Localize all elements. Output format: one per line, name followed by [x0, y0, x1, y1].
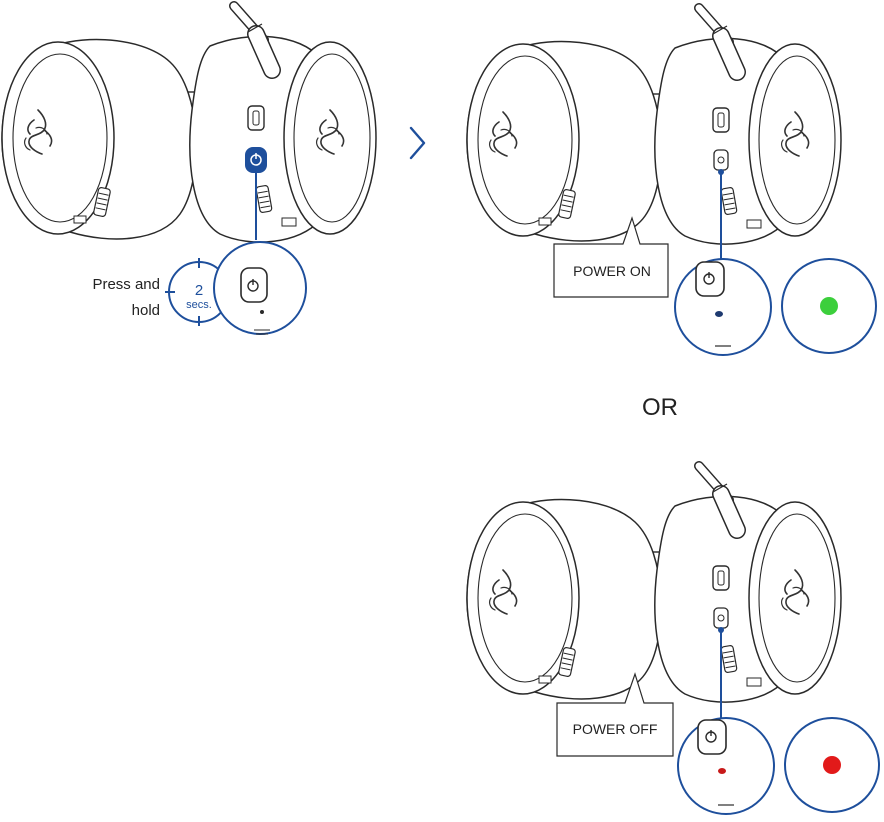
power-off-callout: POWER OFF — [556, 672, 674, 757]
power-on-zoom — [674, 258, 772, 356]
led-red-icon — [823, 756, 841, 774]
timer-unit: secs. — [186, 299, 212, 311]
led-green-icon — [820, 297, 838, 315]
power-off-label: POWER OFF — [573, 721, 658, 737]
power-button-highlight — [245, 147, 267, 173]
led-on-indicator — [781, 258, 877, 354]
instruction-line-1: Press and — [92, 276, 160, 293]
arrow-right-icon — [409, 126, 426, 160]
headset-illustration-on — [467, 8, 841, 270]
instruction-line-2: hold — [132, 302, 160, 319]
led-off-indicator — [784, 717, 880, 813]
or-label: OR — [642, 394, 678, 421]
headset-illustration-off — [467, 466, 841, 724]
headset-illustration-press — [2, 6, 376, 242]
timer-value: 2 — [195, 282, 203, 299]
power-on-callout: POWER ON — [553, 216, 669, 298]
power-off-zoom — [677, 717, 775, 815]
power-button-zoom — [213, 241, 307, 335]
power-on-label: POWER ON — [573, 263, 651, 279]
